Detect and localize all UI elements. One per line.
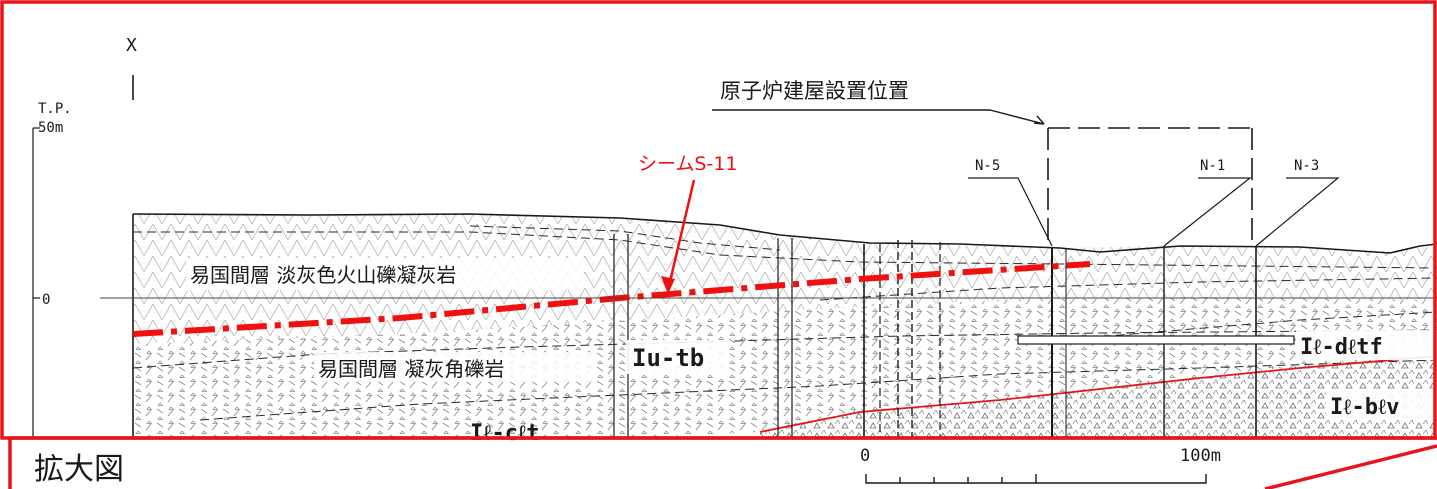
scale-bar — [865, 474, 1207, 484]
elevation-axis — [32, 127, 1437, 438]
seam-leader-arrow — [666, 179, 696, 291]
section-line-label: X — [126, 35, 137, 56]
upper-layer-label: 易国間層 淡灰色火山礫凝灰岩 — [190, 263, 456, 287]
red-contact-line — [759, 355, 1437, 433]
inset-title: 拡大図 — [34, 452, 124, 487]
elev-zero-label: 0 — [42, 292, 50, 308]
borehole-n5-label: N-5 — [975, 158, 1000, 174]
il-blv-layer — [760, 356, 1437, 438]
il-dltf-label: Iℓ-dℓtf — [1300, 335, 1383, 360]
seam-s11-label: シームS-11 — [638, 153, 738, 175]
borehole-leaders — [968, 177, 1340, 247]
scale-start-label: 0 — [860, 446, 870, 466]
building-location-label: 原子炉建屋設置位置 — [720, 79, 909, 103]
scale-end-label: 100m — [1180, 446, 1221, 466]
foundation-slab — [1017, 335, 1295, 345]
lower-layer-label: 易国間層 凝灰角礫岩 — [318, 357, 504, 381]
ground-surface-line — [132, 213, 1437, 254]
tuff-breccia-layer — [133, 297, 1437, 438]
borehole-n3-label: N-3 — [1294, 158, 1319, 174]
il-blv-label: Iℓ-bℓv — [1330, 395, 1399, 420]
inset-frame — [8, 436, 1437, 489]
strata — [132, 213, 1437, 438]
reactor-building-outline — [1047, 127, 1253, 248]
borehole-n1-label: N-1 — [1200, 158, 1225, 174]
tp-label: T.P. — [38, 101, 72, 117]
building-leader-arrow — [989, 109, 1045, 125]
iu-tb-label: Iu-tb — [632, 344, 704, 372]
elev-50m-label: 50m — [38, 120, 63, 136]
il-clt-label: Iℓ-cℓt — [470, 421, 539, 446]
